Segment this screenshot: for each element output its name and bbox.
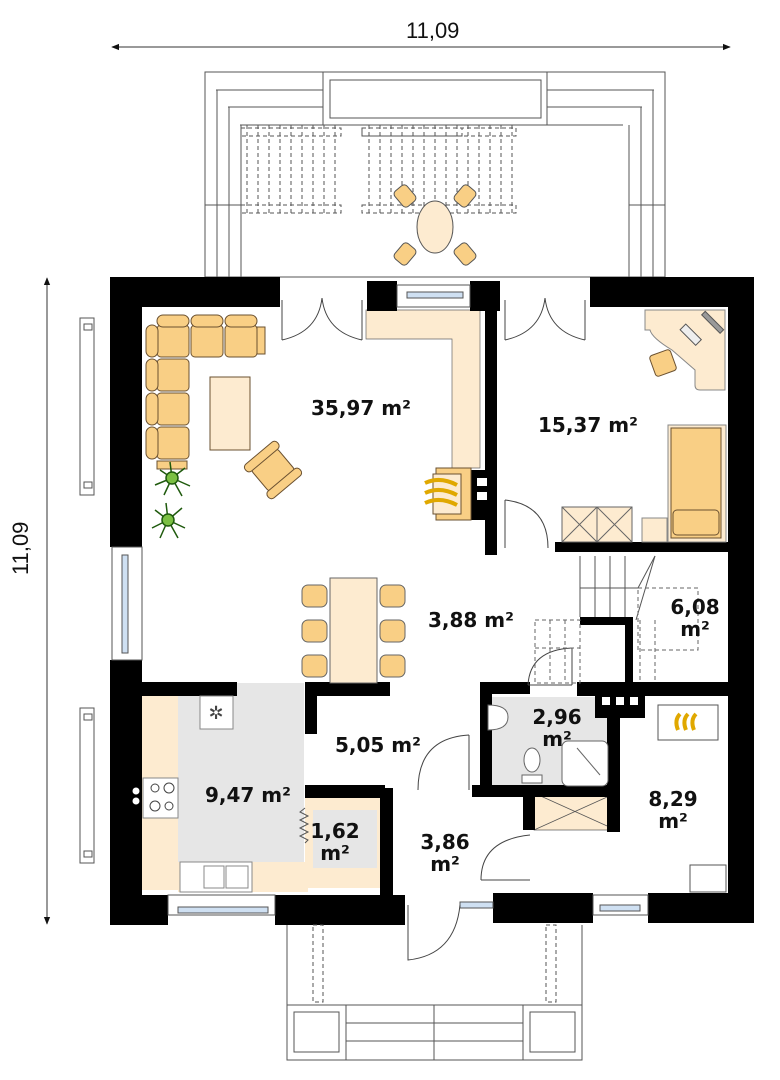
room-unit-stairs: m² [680, 617, 710, 641]
pergola [240, 125, 463, 215]
fireplace-icon [424, 467, 472, 521]
room-area-pantry: 1,62 [310, 819, 360, 843]
desk [644, 309, 726, 391]
room-unit-pantry: m² [320, 841, 350, 865]
room-label-bathroom: 2,96 m² [531, 706, 583, 750]
monitor-icon [679, 323, 703, 347]
wardrobe [561, 506, 633, 543]
terrace-table [393, 184, 477, 266]
porch-posts [312, 924, 557, 1003]
staircase-dashed [534, 587, 699, 684]
staircase [579, 555, 656, 621]
dimension-width-label: 11,09 [406, 18, 460, 43]
room-label-corridor: 5,05 m² [335, 733, 421, 757]
windows [111, 284, 649, 916]
shutters [79, 317, 95, 864]
kitchen-fixtures: ✲ [132, 695, 253, 893]
floor-fills [142, 309, 617, 892]
room-label-boiler: 8,29 m² [647, 788, 699, 832]
room-label-hall: 3,88 m² [428, 608, 514, 632]
room-label-bedroom: 15,37 m² [538, 413, 638, 437]
room-area-stairs: 6,08 [670, 595, 720, 619]
walls [110, 277, 754, 925]
desk-chair [649, 349, 677, 377]
room-label-entrance: 3,86 m² [419, 831, 471, 875]
room-unit-entrance: m² [430, 852, 460, 876]
keyboard-icon [700, 310, 725, 335]
corner-sofa [145, 314, 266, 470]
room-area-boiler: 8,29 [648, 787, 698, 811]
armchair [243, 440, 303, 500]
room-label-kitchen: 9,47 m² [205, 783, 291, 807]
coffee-table [209, 376, 251, 451]
sliding-door [298, 807, 310, 844]
plant-icon [151, 461, 191, 539]
fan-icon: ✲ [208, 703, 223, 724]
room-area-bathroom: 2,96 [532, 705, 582, 729]
nightstand [641, 517, 668, 543]
room-label-stairs: 6,08 m² [670, 596, 720, 640]
boiler-fixtures [657, 704, 727, 893]
bed [667, 424, 727, 543]
dimension-height-label: 11,09 [8, 521, 33, 575]
room-label-living: 35,97 m² [311, 396, 411, 420]
bathroom-fixtures [487, 704, 609, 787]
chimney-vents-2 [602, 697, 638, 705]
dining-table [301, 577, 406, 684]
entrance-porch [286, 925, 583, 1061]
room-unit-bathroom: m² [542, 727, 572, 751]
room-area-entrance: 3,86 [420, 830, 470, 854]
room-unit-boiler: m² [658, 809, 688, 833]
room-label-pantry: 1,62 m² [309, 820, 361, 864]
